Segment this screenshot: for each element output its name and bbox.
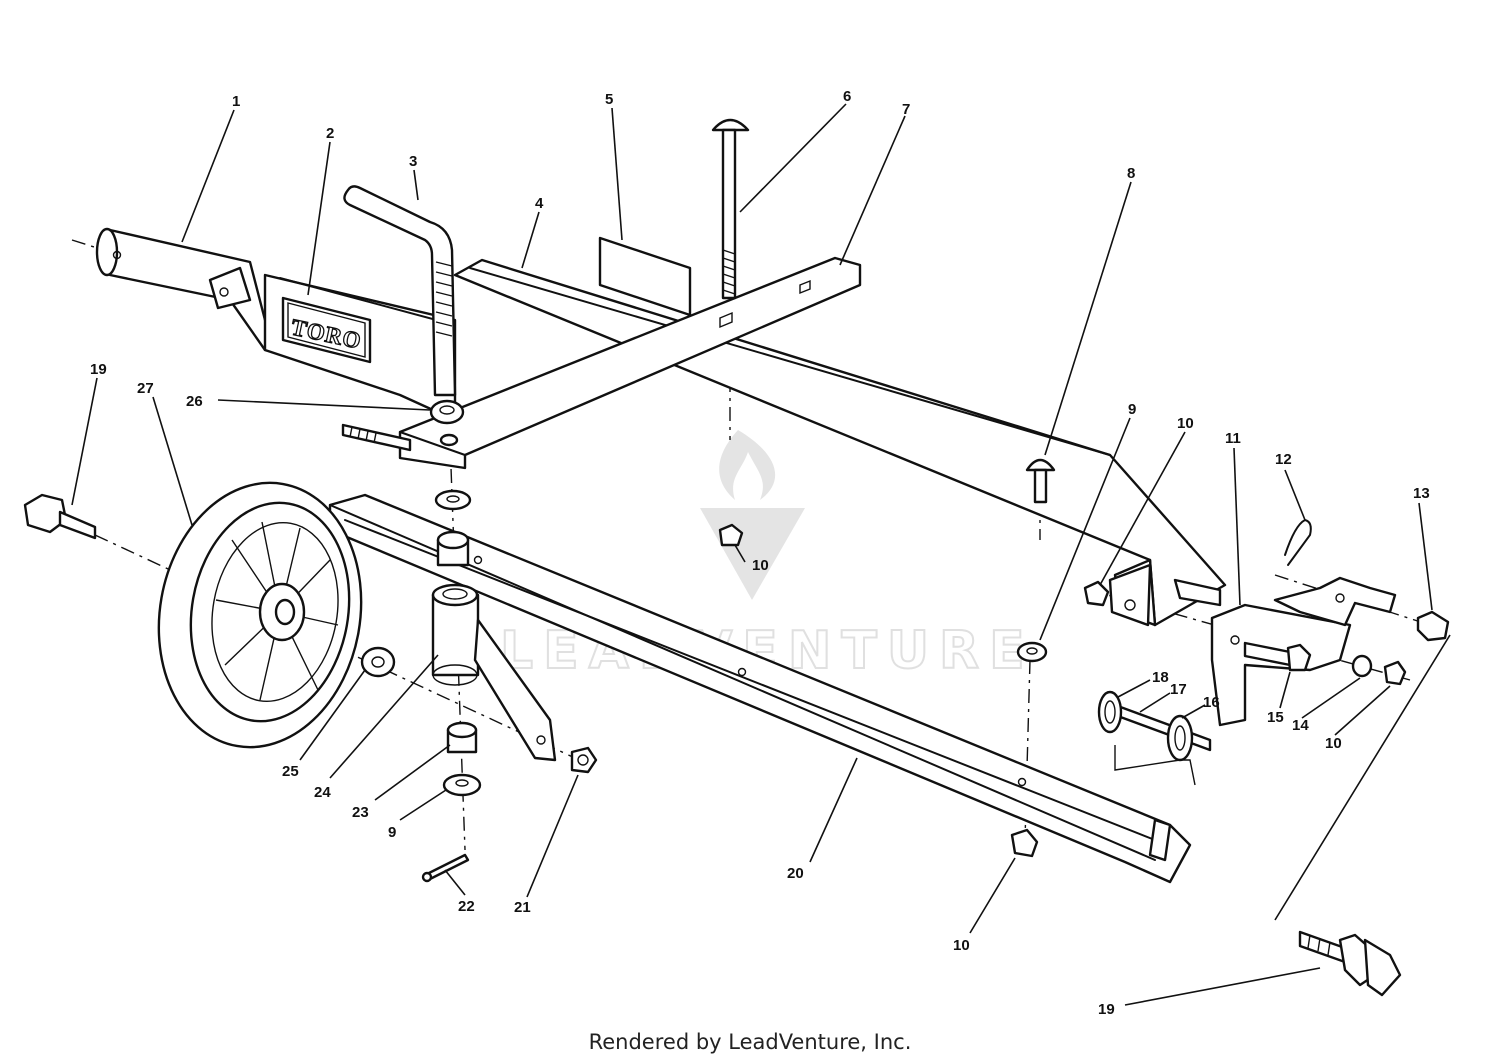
callout-22: 22 [458, 898, 475, 915]
washer-25 [360, 646, 396, 678]
hairpin [1284, 518, 1312, 566]
callout-25: 25 [282, 763, 299, 780]
callout-11: 11 [1225, 430, 1241, 447]
callout-10-lower: 10 [953, 937, 970, 954]
callout-3: 3 [409, 153, 417, 170]
callout-10-upper: 10 [1177, 415, 1194, 432]
l-bolt [343, 185, 457, 397]
nut-21 [570, 746, 598, 774]
callout-10-center: 10 [752, 557, 769, 574]
nuts-10 [718, 523, 1407, 858]
callout-26: 26 [186, 393, 203, 410]
callout-15: 15 [1267, 709, 1284, 726]
toro-decal [281, 296, 372, 364]
cotter-pin [421, 853, 470, 883]
washer-14 [1351, 654, 1373, 678]
callout-21: 21 [514, 899, 531, 916]
callout-19-left: 19 [90, 361, 107, 378]
callout-4: 4 [535, 195, 544, 212]
callout-6: 6 [843, 88, 851, 105]
wheel [157, 481, 363, 749]
callout-5: 5 [605, 91, 613, 108]
handle-bracket: TORO [95, 227, 457, 422]
callout-10-right: 10 [1325, 735, 1342, 752]
housing-flange [1108, 563, 1152, 627]
pivot-bracket [1210, 576, 1397, 727]
carriage-bolt-long [711, 118, 750, 300]
footer-credit: Rendered by LeadVenture, Inc. [588, 1030, 912, 1054]
callout-16: 16 [1203, 694, 1220, 711]
leader-lines [71, 103, 1451, 1006]
callout-27: 27 [137, 380, 154, 397]
callout-2: 2 [326, 125, 334, 142]
axle-assembly [1097, 690, 1212, 786]
watermark-logo-icon [700, 508, 805, 600]
housing [453, 258, 1227, 627]
callout-17: 17 [1170, 681, 1187, 698]
pivot-assembly [431, 489, 557, 797]
shoulder-bolt-right [1298, 930, 1402, 997]
callout-9-lower: 9 [388, 824, 396, 841]
callout-23: 23 [352, 804, 369, 821]
washer-9-right [1016, 641, 1048, 663]
callout-7: 7 [902, 101, 910, 118]
callout-24: 24 [314, 784, 331, 801]
bolt-15 [1243, 641, 1312, 672]
bolt-left [341, 423, 412, 452]
callout-14: 14 [1292, 717, 1309, 734]
callouts: 1 2 3 4 5 6 7 8 9 10 10 11 12 13 14 15 1… [90, 88, 1430, 1018]
nut-26 [429, 399, 465, 447]
callout-9-upper: 9 [1128, 401, 1136, 418]
callout-20: 20 [787, 865, 804, 882]
callout-1: 1 [232, 93, 240, 110]
callout-8: 8 [1127, 165, 1135, 182]
nut-13 [1416, 610, 1450, 642]
shoulder-bolt-left [23, 493, 97, 540]
callout-19-right: 19 [1098, 1001, 1115, 1018]
callout-12: 12 [1275, 451, 1292, 468]
callout-18: 18 [1152, 669, 1169, 686]
carriage-bolt-small [1025, 458, 1056, 504]
callout-13: 13 [1413, 485, 1430, 502]
